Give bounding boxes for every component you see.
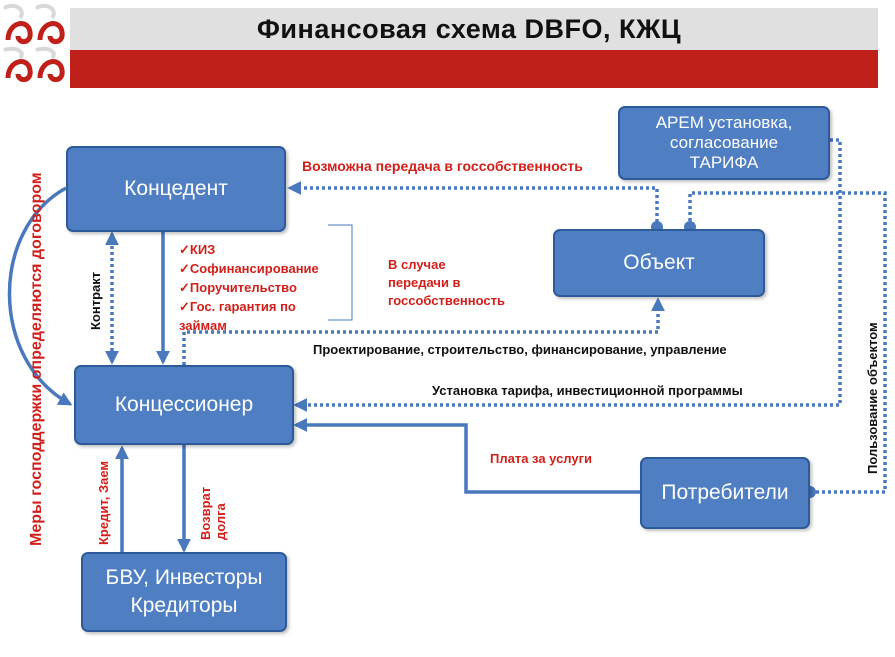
edge-object-to-concedent: [287, 181, 659, 228]
support-bracket: [328, 224, 353, 321]
edge-tariff: [293, 138, 842, 412]
node-obekt-label: Объект: [623, 251, 695, 274]
node-bvu-line2: Кредиторы: [130, 594, 238, 617]
label-return-line1: Возврат: [198, 486, 213, 540]
node-bvu: БВУ, Инвесторы Кредиторы: [81, 552, 287, 632]
support-list: ✓КИЗ ✓Софинансирование ✓Поручительство ✓…: [179, 240, 319, 335]
node-obekt: Объект: [553, 229, 765, 297]
node-koncedent: Концедент: [66, 146, 286, 232]
node-arem: АРЕМ установка, согласование ТАРИФА: [618, 106, 830, 180]
node-bvu-line1: БВУ, Инвесторы: [105, 566, 263, 589]
node-arem-line2: согласование: [669, 133, 779, 152]
support-item: ✓Поручительство: [179, 280, 297, 295]
label-case-line3: госсобственность: [388, 293, 505, 308]
ornament-icon: [0, 0, 70, 92]
title-bar: [60, 8, 878, 50]
node-potrebiteli-label: Потребители: [661, 481, 789, 504]
label-case-line1: В случае: [388, 257, 446, 272]
label-transfer: Возможна передача в госсобственность: [302, 158, 583, 174]
node-arem-line3: ТАРИФА: [689, 153, 759, 172]
node-potrebiteli: Потребители: [640, 457, 810, 529]
support-item: ✓КИЗ: [179, 242, 216, 257]
label-case: В случае передачи в госсобственность: [388, 256, 505, 310]
label-return: Возврат долга: [198, 487, 228, 540]
edge-measures: [7, 186, 73, 406]
label-measures: Меры господдержки определяются договором: [28, 172, 45, 546]
label-payment: Плата за услуги: [490, 451, 593, 466]
node-koncessioner-label: Концессионер: [114, 393, 254, 416]
edge-payment: [293, 418, 641, 494]
label-tariff: Установка тарифа, инвестиционной програм…: [432, 383, 743, 398]
node-koncedent-label: Концедент: [124, 177, 228, 200]
label-usage: Пользование объектом: [865, 322, 880, 474]
support-item: ✓Софинансирование: [179, 261, 319, 276]
label-credit: Кредит, Заем: [96, 460, 111, 545]
label-return-line2: долга: [213, 503, 228, 540]
label-contract: Контракт: [88, 271, 103, 330]
edge-design: [182, 297, 665, 365]
support-item: ✓Гос. гарантия по: [179, 299, 296, 314]
red-band: [60, 50, 878, 88]
label-design: Проектирование, строительство, финансиро…: [313, 342, 727, 357]
support-item: займам: [179, 318, 227, 333]
label-case-line2: передачи в: [388, 275, 461, 290]
node-arem-line1: АРЕМ установка,: [655, 113, 793, 132]
edge-usage: [688, 191, 887, 494]
node-koncessioner: Концессионер: [74, 365, 294, 445]
page-title: Финансовая схема DBFO, КЖЦ: [256, 14, 682, 44]
